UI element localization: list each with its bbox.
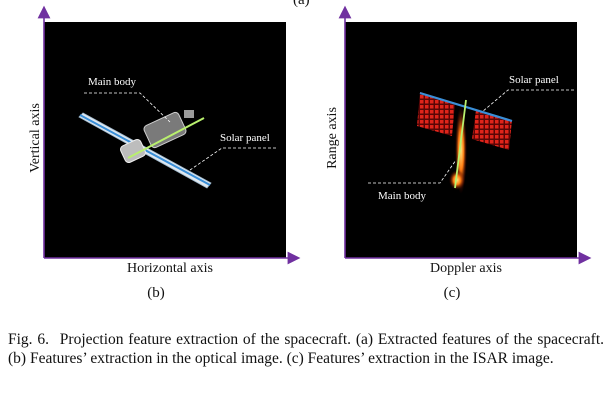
caption-text: Projection feature extraction of the spa… xyxy=(8,331,605,367)
annotation-main-body: Main body xyxy=(88,76,136,88)
panel-c-x-axis-label: Doppler axis xyxy=(430,261,502,276)
figure-number: Fig. 6. xyxy=(8,331,49,348)
main-body-feature-line xyxy=(127,117,205,159)
panel-b-y-axis-label: Vertical axis xyxy=(28,103,43,173)
spacecraft-optical xyxy=(78,110,212,189)
panel-b-x-axis-label: Horizontal axis xyxy=(127,261,213,276)
solar-panel-leader-line xyxy=(189,147,276,171)
main-body-leader-line xyxy=(84,92,171,123)
spacecraft-isar xyxy=(417,91,513,194)
isar-solar-panel-left xyxy=(417,92,455,136)
service-module xyxy=(120,139,146,163)
annotation-main-body: Main body xyxy=(378,190,426,202)
main-body-feature-line xyxy=(454,99,467,189)
main-body-leader-line xyxy=(368,159,457,184)
panel-c-sub-label: (c) xyxy=(443,285,461,301)
isar-bright-point xyxy=(449,170,465,190)
panel-c-y-axis-label: Range axis xyxy=(325,107,340,169)
solar-panel-leader-line xyxy=(481,89,574,113)
figure-panels: Main body Solar panel Solar panel Main b… xyxy=(37,5,592,265)
panel-b-optical: Main body Solar panel xyxy=(37,5,301,265)
panel-b-sub-label: (b) xyxy=(147,285,165,301)
antenna-module xyxy=(184,110,194,118)
main-body-module xyxy=(143,111,187,149)
top-subfigure-label: (a) xyxy=(293,0,310,8)
isar-solar-panel-right xyxy=(472,110,512,150)
annotation-solar-panel: Solar panel xyxy=(509,74,559,86)
panel-c-isar: Solar panel Main body xyxy=(338,5,592,265)
annotation-solar-panel: Solar panel xyxy=(220,132,270,144)
figure-caption: Fig. 6. Projection feature extraction of… xyxy=(8,330,604,368)
